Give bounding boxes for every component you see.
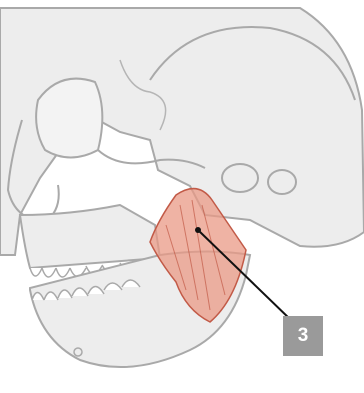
- ear-canal: [222, 164, 258, 192]
- callout-anchor-dot: [195, 227, 201, 233]
- orbit: [36, 79, 102, 158]
- maxilla: [20, 205, 160, 268]
- callout-number: 3: [283, 316, 323, 356]
- mastoid: [268, 170, 296, 194]
